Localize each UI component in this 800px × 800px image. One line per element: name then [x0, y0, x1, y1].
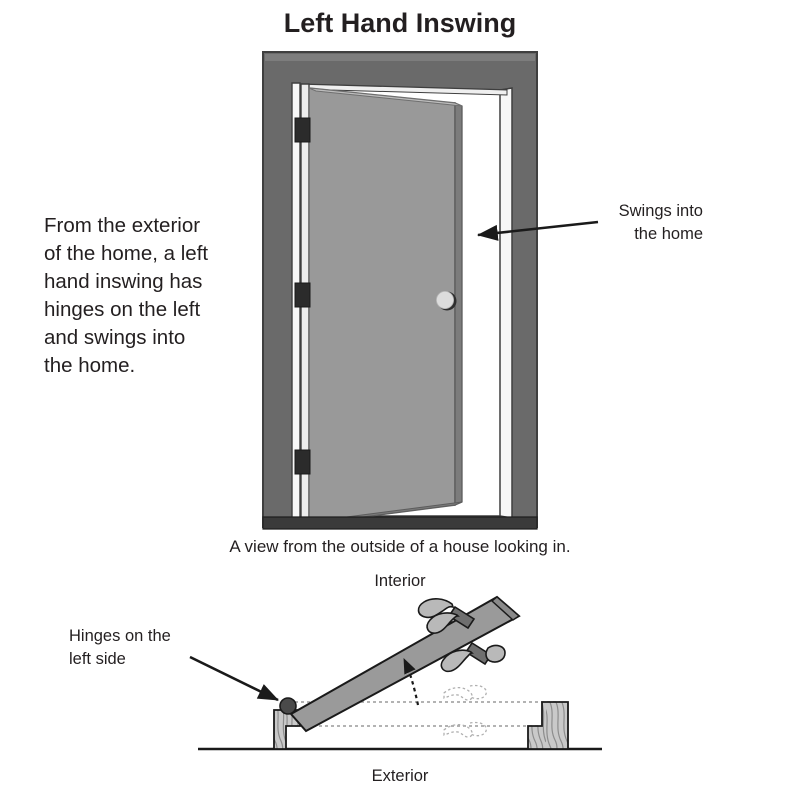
description-line: the home. [44, 354, 135, 377]
plan-handle-lower [440, 641, 506, 673]
swings-into-home-line: the home [634, 225, 703, 243]
hinges-left-side-callout: Hinges on the left side [69, 627, 279, 702]
hinge-bottom [294, 449, 311, 475]
threshold-sill [262, 516, 538, 530]
hinge-top [294, 117, 311, 143]
right-jamb [499, 87, 513, 519]
swings-into-home-arrow [476, 220, 599, 241]
plan-handle-upper [417, 598, 476, 634]
hinges-left-side-line: Hinges on the [69, 627, 171, 645]
description-line: of the home, a left [44, 242, 208, 265]
plan-hinge-pivot [279, 697, 297, 715]
frame-top-bevel [265, 54, 535, 61]
swings-into-home-callout: Swings into the home [476, 202, 703, 243]
description-line: and swings into [44, 326, 185, 349]
hinges-left-side-arrow [189, 655, 279, 702]
elevation-caption: A view from the outside of a house looki… [229, 537, 570, 556]
description-line: From the exterior [44, 214, 200, 237]
plan-right-jamb [527, 701, 569, 750]
door-knob [435, 290, 454, 309]
plan-exterior-label: Exterior [372, 767, 429, 785]
plan-slab-end [490, 596, 521, 621]
door-top-edge [308, 87, 463, 107]
swings-into-home-line: Swings into [619, 202, 703, 220]
plan-interior-label: Interior [374, 572, 426, 590]
page-title: Left Hand Inswing [284, 8, 517, 38]
door-edge-thickness [454, 102, 463, 506]
ghost-handle-upper [443, 684, 487, 701]
plan-view: Interior [69, 572, 602, 785]
description-line: hinges on the left [44, 298, 200, 321]
hinges-left-side-line: left side [69, 650, 126, 668]
hinge-middle [294, 282, 311, 308]
ghost-handle-lower [443, 721, 487, 738]
door-elevation [262, 51, 538, 530]
plan-swing-arrow [403, 658, 420, 706]
door-panel [308, 87, 456, 525]
description-line: hand inswing has [44, 270, 202, 293]
description-block: From the exterior of the home, a left ha… [44, 214, 208, 377]
